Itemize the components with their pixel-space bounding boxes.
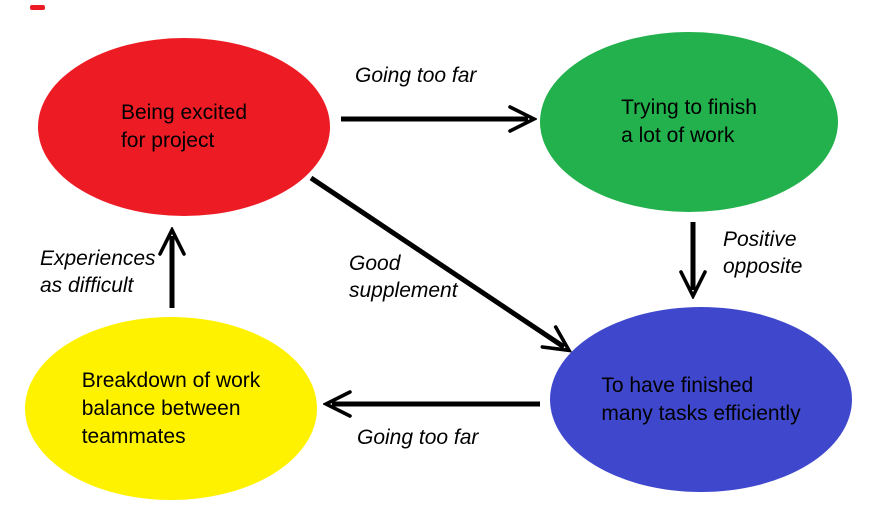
- edge-label-going-too-far-bottom: Going too far: [357, 426, 479, 449]
- edge-label-experiences-as-difficult: Experiences as difficult: [40, 247, 156, 297]
- node-breakdown: Breakdown of work balance between teamma…: [25, 317, 317, 500]
- node-finished-tasks: To have finished many tasks efficiently: [550, 307, 852, 492]
- edge-label-positive-opposite: Positive opposite: [723, 228, 803, 278]
- node-trying-to-finish: Trying to finish a lot of work: [540, 32, 838, 212]
- edge-label-going-too-far-top: Going too far: [355, 64, 477, 87]
- arrow-excited-to-finished: [309, 175, 564, 347]
- node-breakdown-label: Breakdown of work balance between teamma…: [81, 368, 261, 448]
- node-being-excited-label: Being excited for project: [120, 101, 248, 152]
- node-trying-to-finish-label: Trying to finish a lot of work: [621, 96, 757, 147]
- node-being-excited: Being excited for project: [38, 38, 330, 216]
- stray-red-paint-mark: [30, 5, 45, 10]
- node-finished-tasks-label: To have finished many tasks efficiently: [601, 373, 801, 425]
- edge-label-good-supplement: Good supplement: [349, 252, 458, 302]
